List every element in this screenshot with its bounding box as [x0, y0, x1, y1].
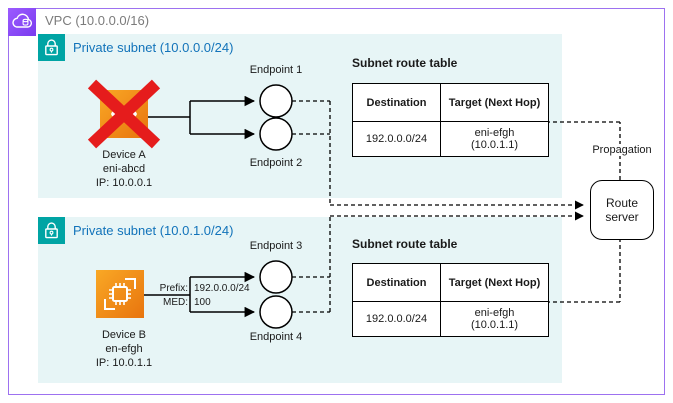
table-2-header-destination: Destination: [352, 263, 441, 302]
device-a-failure-cross-icon: [87, 79, 161, 149]
table-1-header-destination: Destination: [352, 83, 441, 122]
endpoint-3-node: [259, 260, 293, 294]
lock-icon: [38, 217, 65, 244]
device-b-network-adapter-icon: [96, 270, 144, 318]
device-b-eni: en-efgh: [105, 343, 143, 355]
table-2-target-line2: (10.0.1.1): [470, 319, 519, 331]
subnet-route-table-1-title: Subnet route table: [352, 56, 458, 70]
table-2-target-cell: eni-efgh (10.0.1.1): [440, 301, 549, 337]
endpoint-1-label: Endpoint 1: [249, 64, 303, 76]
advertised-med-label: MED:: [163, 297, 188, 308]
endpoint-nodes: [259, 84, 293, 329]
device-a-ip: IP: 10.0.0.1: [95, 177, 153, 189]
table-2-header-target: Target (Next Hop): [440, 263, 549, 302]
endpoint-3-label: Endpoint 3: [249, 240, 303, 252]
advertised-med-value: 100: [194, 297, 211, 308]
table-1-destination-cell: 192.0.0.0/24: [352, 121, 441, 157]
device-a-label: Device A eni-abcd IP: 10.0.0.1: [68, 148, 180, 190]
endpoint-2-label: Endpoint 2: [249, 157, 303, 169]
route-server-label: Route server: [605, 196, 639, 224]
table-1-target-line1: eni-efgh: [474, 127, 515, 139]
endpoint-2-node: [259, 117, 293, 151]
device-b-fork: [144, 271, 256, 318]
device-a-name: Device A: [102, 149, 146, 161]
private-subnet-1-label: Private subnet (10.0.0.0/24): [73, 40, 234, 55]
table-1-target-cell: eni-efgh (10.0.1.1): [440, 121, 549, 157]
vpc-boundary: [8, 8, 665, 395]
lock-icon: [38, 34, 65, 61]
advertised-prefix-value: 192.0.0.0/24: [194, 283, 250, 294]
device-b-label: Device B en-efgh IP: 10.0.1.1: [68, 328, 180, 370]
endpoints-34-to-route-server: [292, 211, 584, 313]
table-1-header-target: Target (Next Hop): [440, 83, 549, 122]
device-b-ip: IP: 10.0.1.1: [95, 357, 153, 369]
table-row: 192.0.0.0/24 eni-efgh (10.0.1.1): [352, 301, 549, 337]
vpc-cloud-icon: [8, 8, 36, 36]
endpoints-12-to-route-server: [292, 100, 584, 210]
subnet-route-table-2-title: Subnet route table: [352, 237, 458, 251]
table-2-target-line1: eni-efgh: [474, 307, 515, 319]
endpoint-1-node: [259, 84, 293, 118]
device-a-fork: [148, 95, 256, 140]
device-a-eni: eni-abcd: [102, 163, 146, 175]
subnet-route-table-1: Destination Target (Next Hop) 192.0.0.0/…: [352, 83, 549, 157]
subnet-route-table-2: Destination Target (Next Hop) 192.0.0.0/…: [352, 263, 549, 337]
table-2-destination-cell: 192.0.0.0/24: [352, 301, 441, 337]
table-row: 192.0.0.0/24 eni-efgh (10.0.1.1): [352, 121, 549, 157]
endpoint-4-node: [259, 295, 293, 329]
table-1-target-line2: (10.0.1.1): [470, 139, 519, 151]
endpoint-4-label: Endpoint 4: [249, 331, 303, 343]
route-server-node: Route server: [590, 180, 654, 240]
device-b-name: Device B: [101, 329, 147, 341]
private-subnet-2-label: Private subnet (10.0.1.0/24): [73, 223, 234, 238]
advertised-prefix-label: Prefix:: [159, 283, 188, 294]
propagation-label: Propagation: [584, 144, 660, 156]
propagation-to-table-2: [536, 238, 621, 307]
vpc-label: VPC (10.0.0.0/16): [45, 13, 150, 28]
